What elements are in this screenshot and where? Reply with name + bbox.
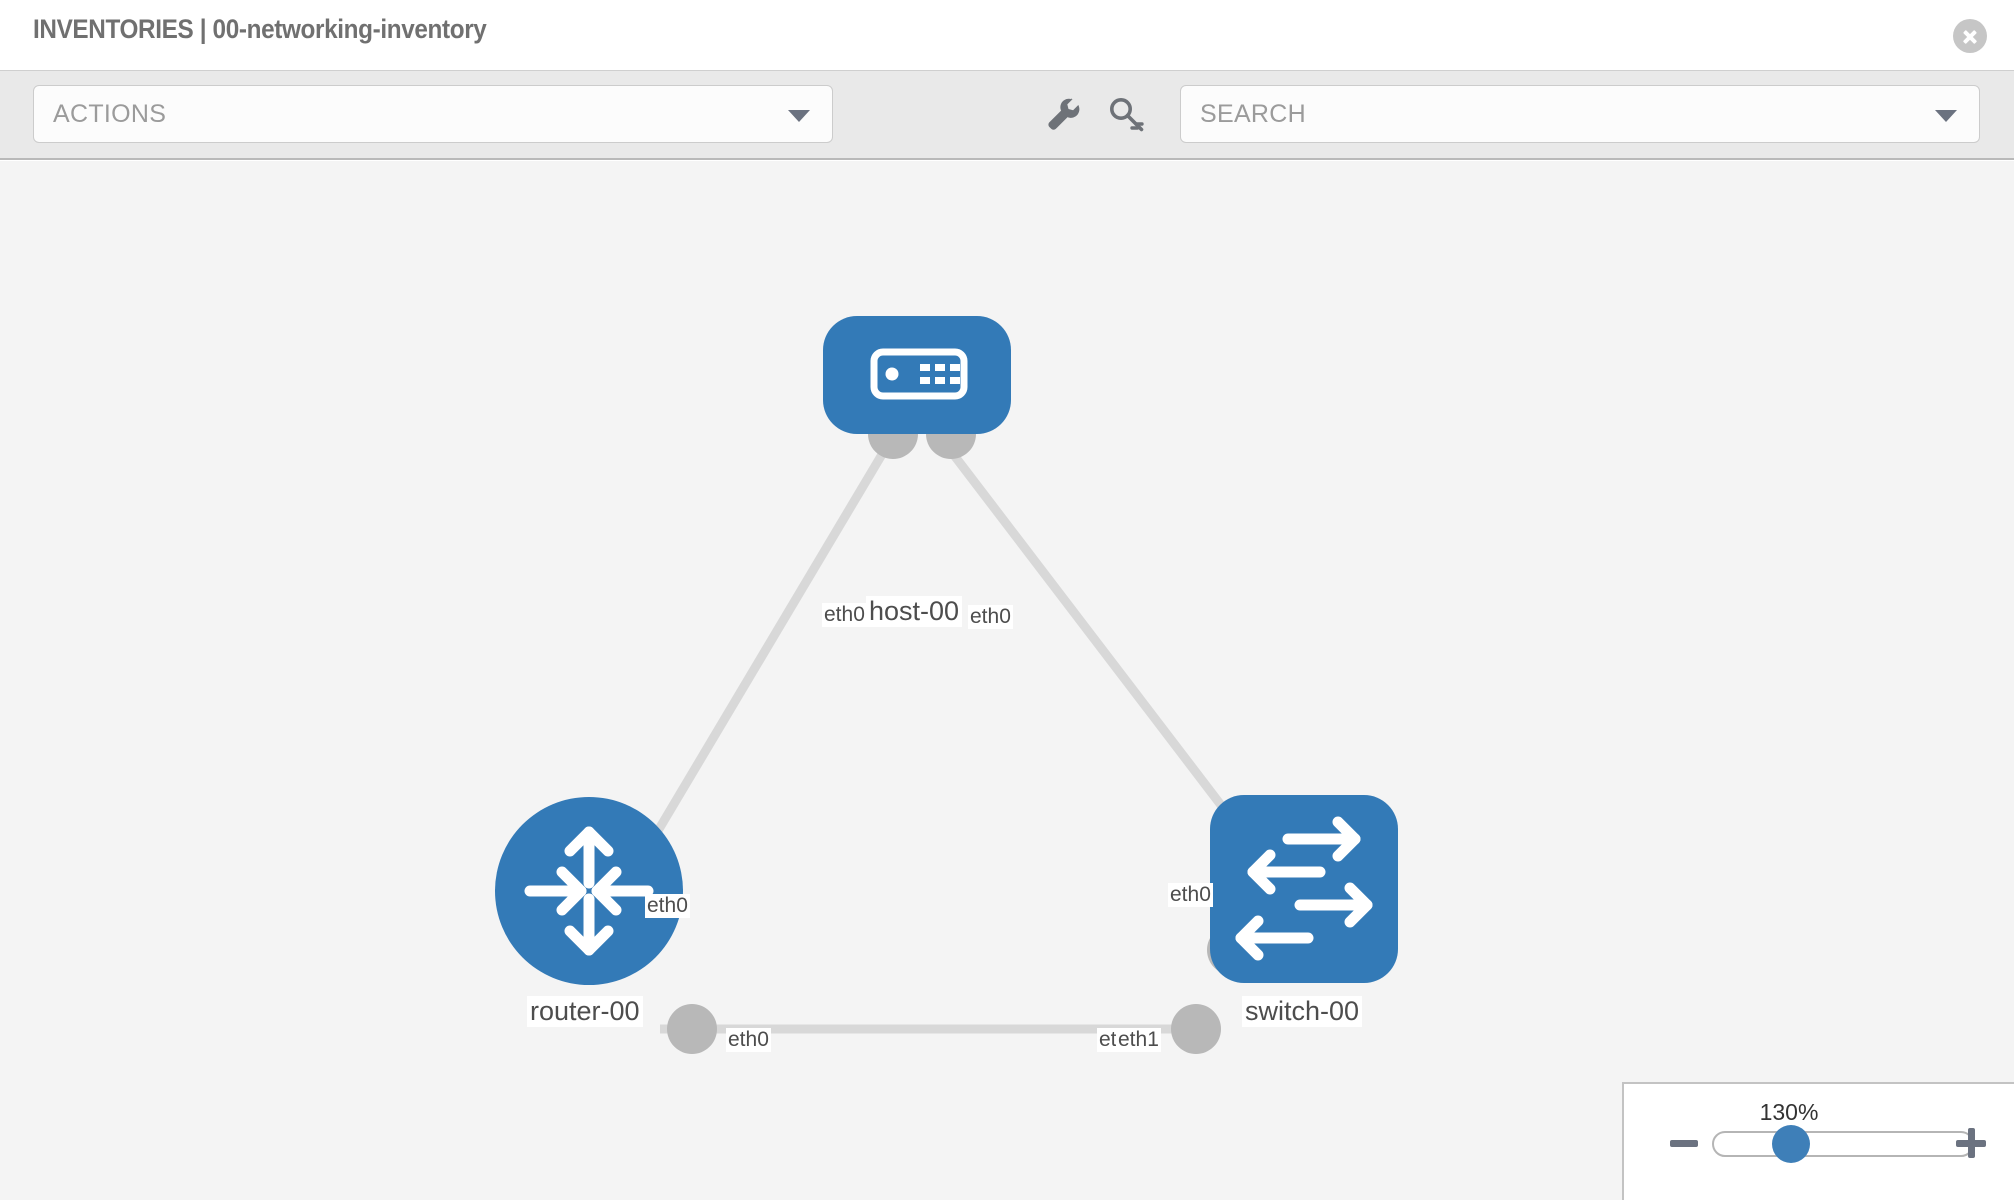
page-title: INVENTORIES | 00-networking-inventory (33, 14, 487, 44)
iface-label: eth0 (822, 603, 867, 627)
actions-dropdown[interactable]: ACTIONS (33, 85, 833, 143)
chevron-down-icon[interactable] (1935, 110, 1957, 122)
iface-label: eth0 (968, 605, 1013, 629)
minus-icon[interactable] (1670, 1140, 1698, 1147)
node-router-00[interactable] (495, 797, 683, 985)
toolbar: ACTIONS SEARCH (0, 70, 2014, 160)
port-router-east (667, 1004, 717, 1054)
actions-dropdown-label: ACTIONS (53, 100, 167, 128)
page-header: INVENTORIES | 00-networking-inventory (0, 0, 2014, 70)
plus-icon[interactable] (1956, 1128, 1986, 1158)
port-switch-west (1171, 1004, 1221, 1054)
router-icon (524, 826, 654, 956)
search-input[interactable]: SEARCH (1180, 85, 1980, 143)
wrench-icon[interactable] (1041, 93, 1085, 137)
link-host-switch (943, 443, 1260, 854)
iface-label: eth1 (1116, 1028, 1161, 1052)
topology-links (636, 443, 1260, 1034)
close-icon[interactable] (1953, 19, 1987, 53)
zoom-slider-track[interactable] (1712, 1131, 1974, 1157)
node-label-router: router-00 (527, 996, 643, 1027)
iface-label: eth0 (1168, 883, 1213, 907)
switch-icon (1235, 816, 1373, 961)
chevron-down-icon (788, 110, 810, 122)
server-icon (870, 348, 968, 400)
node-switch-00[interactable] (1210, 795, 1398, 983)
zoom-percent-label: 130% (1759, 1099, 1819, 1125)
node-label-host: host-00 (866, 596, 963, 627)
zoom-slider-thumb[interactable] (1772, 1125, 1810, 1163)
iface-label: eth0 (726, 1028, 771, 1052)
key-icon[interactable] (1105, 93, 1149, 137)
node-host-00[interactable] (823, 316, 1011, 434)
iface-label: eth0 (645, 894, 690, 918)
node-label-switch: switch-00 (1242, 996, 1363, 1027)
zoom-control-panel: 130% (1622, 1082, 2014, 1200)
topology-graph[interactable] (0, 161, 2014, 1200)
link-host-router (636, 443, 891, 864)
topology-canvas[interactable]: eth0 eth0 eth0 eth0 eth0 eth0 eth1 host-… (0, 161, 2014, 1200)
search-placeholder: SEARCH (1200, 100, 1306, 128)
